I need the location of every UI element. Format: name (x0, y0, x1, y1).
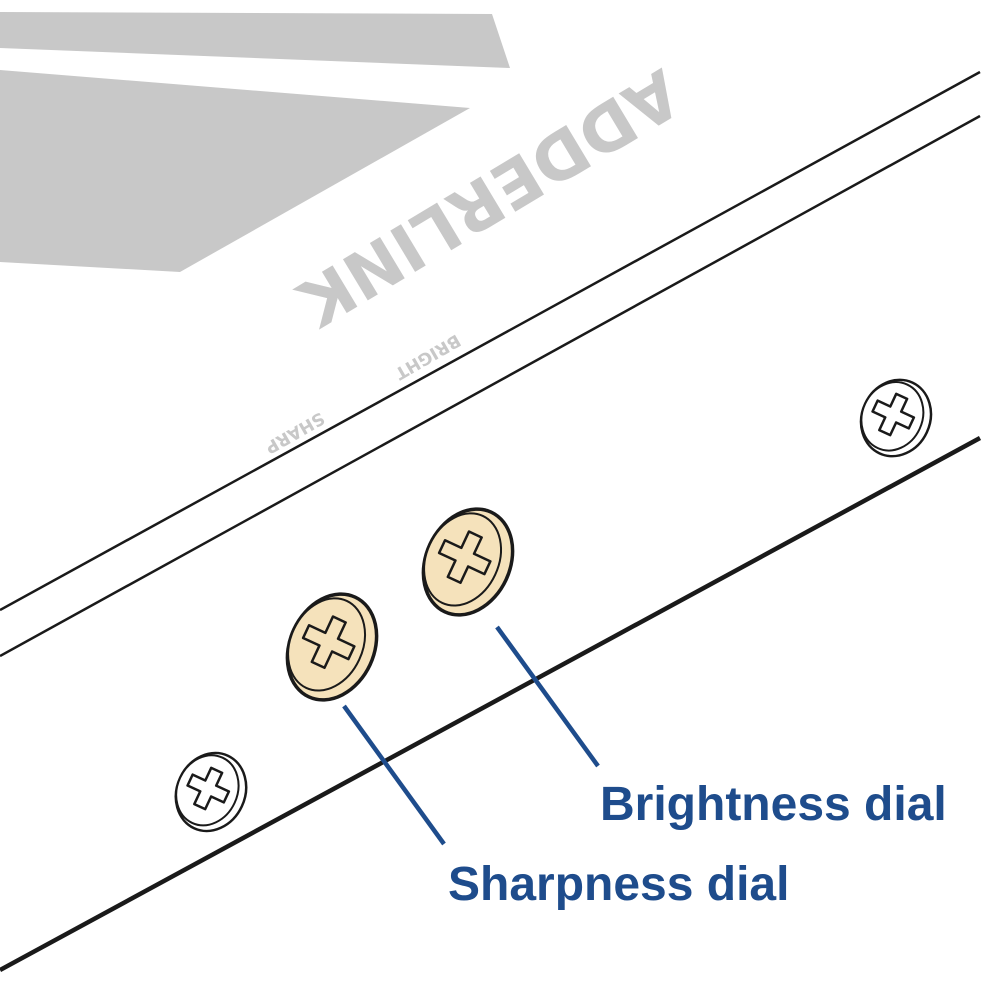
device-front-edge (0, 114, 981, 658)
top-graphic-stripe (0, 12, 510, 68)
brand-logo-text: ADDERLINK (283, 54, 693, 343)
device-top-edge (0, 70, 981, 612)
mounting-screw-right (859, 378, 933, 458)
phillips-cross-icon (871, 392, 916, 437)
phillips-cross-icon (301, 615, 356, 670)
sharp-panel-label: SHARP (261, 407, 327, 457)
top-graphic-wedge (0, 70, 470, 272)
sharpness-callout-label: Sharpness dial (448, 858, 789, 911)
device-bottom-edge (0, 436, 982, 972)
sharpness-leader-line (342, 704, 446, 846)
sharpness-dial[interactable] (271, 579, 394, 714)
phillips-cross-icon (437, 530, 492, 585)
mounting-screw-left (174, 751, 248, 833)
brightness-dial[interactable] (407, 494, 530, 629)
phillips-cross-icon (186, 766, 231, 811)
brightness-leader-line (495, 625, 600, 768)
brightness-callout-label: Brightness dial (600, 778, 947, 831)
